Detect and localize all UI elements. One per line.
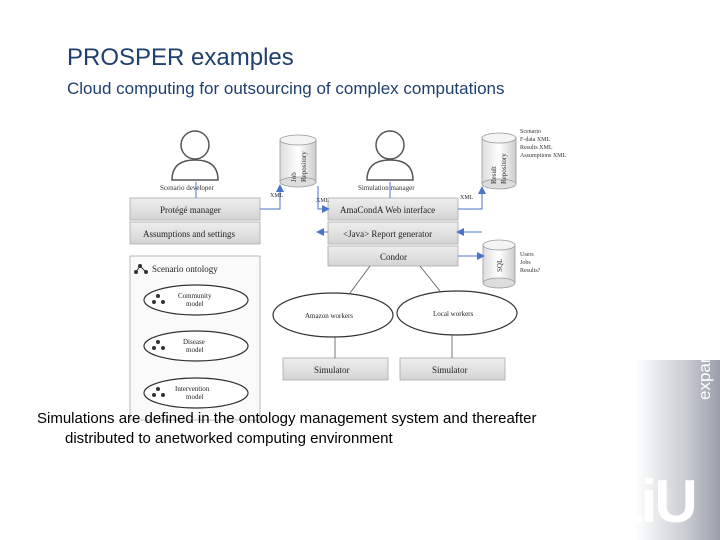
sql-note-1: Users — [520, 252, 534, 258]
sql-note-3: Results? — [520, 268, 541, 274]
community-model-label-line2: model — [186, 300, 204, 308]
result-note-1: Scenario — [520, 129, 541, 135]
intervention-model-cloud — [143, 377, 249, 409]
simulation-manager-label: Simulation manager — [358, 184, 415, 192]
connector-lines — [195, 182, 486, 260]
sql-database-cylinder-icon — [482, 239, 516, 289]
amazon-workers-cloud — [272, 292, 394, 338]
local-workers-label: Local workers — [433, 310, 474, 318]
job-repository-cylinder-icon — [279, 134, 317, 188]
result-repository-label-line2: Repository — [500, 153, 508, 184]
intervention-model-label-line2: model — [186, 393, 204, 401]
condor-label: Condor — [380, 252, 407, 262]
liu-logo: LiU — [607, 468, 698, 535]
intervention-model-label-line1: Intervention — [175, 385, 210, 393]
result-note-4: Assumptions XML — [520, 153, 567, 159]
xml-label-1: XML — [270, 193, 284, 199]
xml-label-3: XML — [460, 195, 474, 201]
local-simulator-label: Simulator — [432, 365, 468, 375]
caption-line-2: distributed to anetworked computing envi… — [65, 430, 393, 447]
disease-model-label-line1: Disease — [183, 338, 205, 346]
caption-line-1: Simulations are defined in the ontology … — [37, 410, 537, 427]
assumptions-settings-label: Assumptions and settings — [143, 229, 236, 239]
assumptions-settings-box — [129, 221, 261, 245]
amazon-workers-label: Amazon workers — [305, 312, 353, 320]
job-repository-label-line1: Job — [290, 172, 298, 182]
slide-subtitle: Cloud computing for outsourcing of compl… — [67, 79, 505, 98]
job-repository-label-line2: Repository — [300, 151, 308, 182]
sql-cylinder-label: SQL — [496, 259, 504, 272]
result-note-3: Results XML — [520, 145, 553, 151]
disease-model-cloud — [143, 330, 249, 362]
scenario-developer-person-icon — [171, 130, 219, 181]
result-note-2: F-data XML — [520, 137, 550, 143]
report-generator-label: <Java> Report generator — [343, 229, 432, 239]
amazon-simulator-label: Simulator — [314, 365, 350, 375]
scenario-ontology-label: Scenario ontology — [152, 264, 218, 274]
simulation-manager-person-icon — [366, 130, 414, 181]
brand-tagline: expanding reality — [695, 271, 714, 400]
web-interface-label: AmaCondA Web interface — [340, 205, 435, 215]
local-workers-cloud — [396, 290, 518, 336]
community-model-cloud — [143, 284, 249, 316]
result-repository-label-line1: Result — [490, 166, 498, 184]
community-model-label-line1: Community — [178, 292, 212, 300]
xml-label-2: XML — [316, 198, 330, 204]
slide-caption: Simulations are defined in the ontology … — [37, 409, 637, 449]
result-repository-cylinder-icon — [481, 132, 517, 190]
protege-manager-label: Protégé manager — [160, 205, 221, 215]
disease-model-label-line2: model — [186, 346, 204, 354]
scenario-developer-label: Scenario developer — [160, 184, 215, 192]
local-simulator-box — [399, 357, 506, 381]
slide-title: PROSPER examples — [67, 44, 294, 71]
flow-lines — [334, 265, 453, 358]
sql-note-2: Jobs — [520, 260, 531, 266]
brand-gradient-band — [635, 360, 720, 540]
amazon-simulator-box — [282, 357, 389, 381]
ontology-icon — [134, 264, 148, 274]
